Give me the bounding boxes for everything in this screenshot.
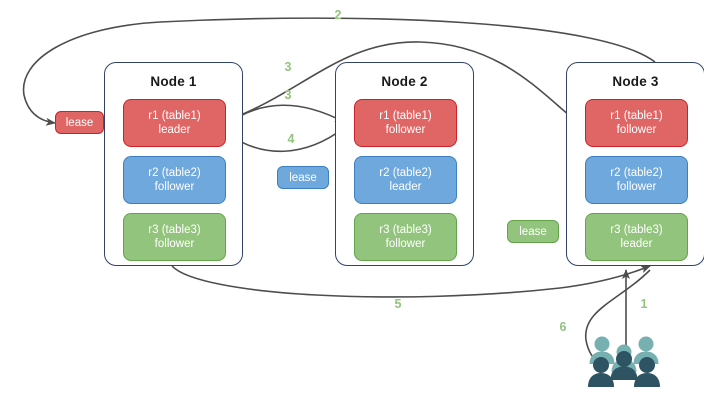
- node-title: Node 2: [381, 74, 428, 89]
- replica-name: r3 (table3): [148, 224, 201, 236]
- replica-role: leader: [620, 238, 653, 250]
- node-box-node2[interactable]: Node 2 r1 (table1) follower r2 (table2) …: [335, 62, 474, 266]
- edge-path-5: [171, 265, 651, 298]
- lease-badge-table3[interactable]: lease: [507, 220, 559, 243]
- edge-label-4: 4: [287, 132, 295, 146]
- replica-node3-r2[interactable]: r2 (table2) follower: [585, 156, 688, 204]
- edge-label-2: 2: [334, 8, 342, 22]
- replica-name: r2 (table2): [610, 167, 663, 179]
- replica-name: r1 (table1): [148, 110, 201, 122]
- edge-label-3a: 3: [284, 60, 292, 74]
- replica-node1-r1[interactable]: r1 (table1) leader: [123, 99, 226, 147]
- users-icon: [588, 332, 664, 392]
- replica-name: r1 (table1): [610, 110, 663, 122]
- replica-name: r2 (table2): [148, 167, 201, 179]
- replica-name: r2 (table2): [379, 167, 432, 179]
- replica-role: follower: [154, 181, 195, 193]
- replica-node3-r1[interactable]: r1 (table1) follower: [585, 99, 688, 147]
- replica-node2-r2[interactable]: r2 (table2) leader: [354, 156, 457, 204]
- edge-label-3b: 3: [284, 88, 292, 102]
- replica-role: follower: [154, 238, 195, 250]
- edge-label-5: 5: [394, 297, 402, 311]
- lease-badge-table2[interactable]: lease: [277, 166, 329, 189]
- replica-name: r1 (table1): [379, 110, 432, 122]
- replica-role: follower: [616, 181, 657, 193]
- node-box-node3[interactable]: Node 3 r1 (table1) follower r2 (table2) …: [566, 62, 704, 266]
- edge-label-1: 1: [640, 297, 648, 311]
- node-title: Node 1: [150, 74, 197, 89]
- lease-badge-table1[interactable]: lease: [55, 111, 104, 134]
- replica-role: follower: [385, 124, 426, 136]
- replica-role: leader: [389, 181, 422, 193]
- lease-label: lease: [65, 116, 94, 129]
- node-title: Node 3: [612, 74, 659, 89]
- replica-node1-r2[interactable]: r2 (table2) follower: [123, 156, 226, 204]
- lease-label: lease: [519, 225, 547, 238]
- replica-role: follower: [385, 238, 426, 250]
- node-box-node1[interactable]: Node 1 r1 (table1) leader r2 (table2) fo…: [104, 62, 243, 266]
- replica-node3-r3[interactable]: r3 (table3) leader: [585, 213, 688, 261]
- replica-role: follower: [616, 124, 657, 136]
- lease-label: lease: [289, 171, 317, 184]
- edge-label-6: 6: [559, 320, 567, 334]
- replica-node1-r3[interactable]: r3 (table3) follower: [123, 213, 226, 261]
- replica-role: leader: [158, 124, 191, 136]
- replica-name: r3 (table3): [610, 224, 663, 236]
- replica-name: r3 (table3): [379, 224, 432, 236]
- replica-node2-r1[interactable]: r1 (table1) follower: [354, 99, 457, 147]
- replica-node2-r3[interactable]: r3 (table3) follower: [354, 213, 457, 261]
